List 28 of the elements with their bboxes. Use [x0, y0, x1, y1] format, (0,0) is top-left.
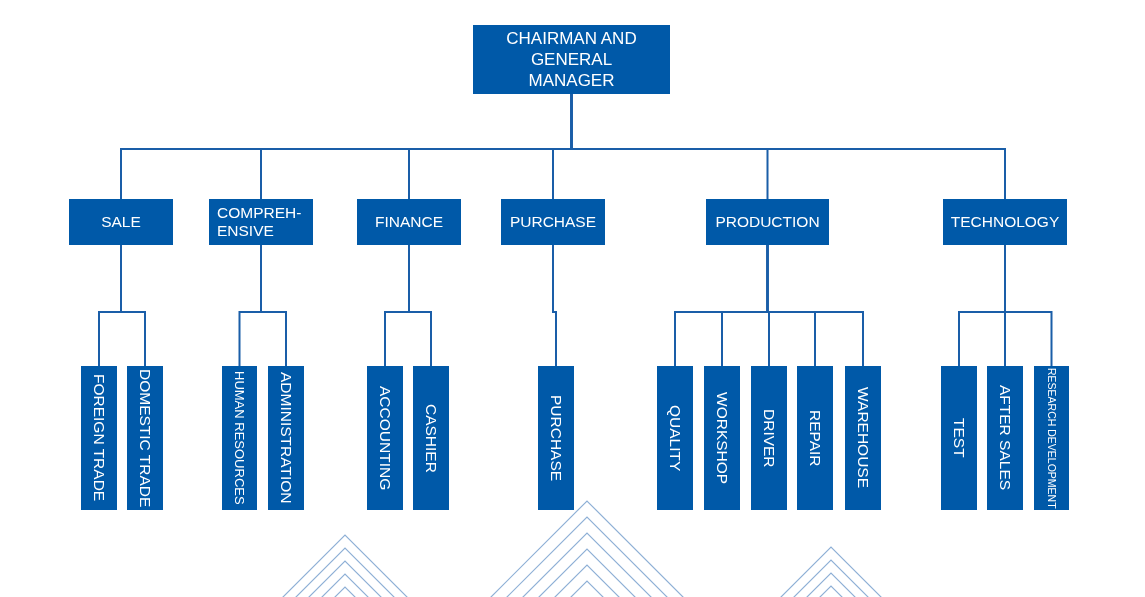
connector-line	[552, 244, 557, 367]
unit-box: WORKSHOP	[704, 366, 740, 510]
unit-box: DRIVER	[751, 366, 787, 510]
unit-box: RESEARCH DEVELOPMENT	[1034, 366, 1069, 510]
unit-box: TEST	[941, 366, 977, 510]
department-box: PRODUCTION	[706, 199, 829, 245]
unit-box: AFTER SALES	[987, 366, 1023, 510]
unit-box: DOMESTIC TRADE	[127, 366, 163, 510]
unit-box: ACCOUNTING	[367, 366, 403, 510]
unit-box: ADMINISTRATION	[268, 366, 304, 510]
unit-box: CASHIER	[413, 366, 449, 510]
department-box: SALE	[69, 199, 173, 245]
connector-line	[120, 244, 146, 367]
unit-box: PURCHASE	[538, 366, 574, 510]
unit-box: WAREHOUSE	[845, 366, 881, 510]
executive-box: CHAIRMAN AND GENERAL MANAGER	[473, 25, 670, 94]
department-box: PURCHASE	[501, 199, 605, 245]
department-box: TECHNOLOGY	[943, 199, 1067, 245]
unit-box: REPAIR	[797, 366, 833, 510]
connector-line	[408, 244, 432, 367]
connector-line	[1004, 244, 1053, 367]
connector-line	[766, 244, 864, 367]
unit-box: QUALITY	[657, 366, 693, 510]
unit-box: FOREIGN TRADE	[81, 366, 117, 510]
department-box: COMPREH- ENSIVE	[209, 199, 313, 245]
unit-box: HUMAN RESOURCES	[222, 366, 257, 510]
department-box: FINANCE	[357, 199, 461, 245]
connector-line	[260, 244, 287, 367]
